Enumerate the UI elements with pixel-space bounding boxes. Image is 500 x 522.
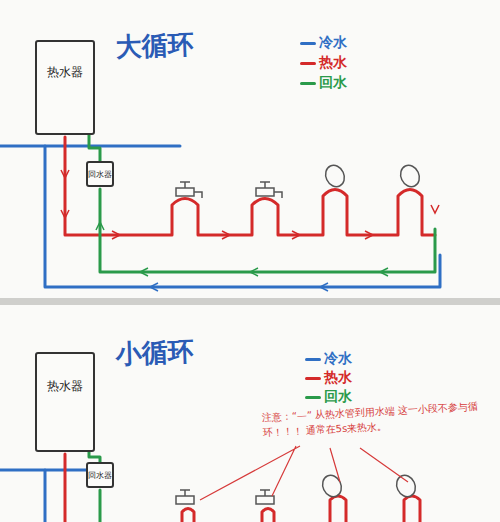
hot-pipe <box>65 137 435 235</box>
node-label: 回水器 <box>88 169 112 180</box>
node-label: 热水器 <box>47 378 83 395</box>
legend-row: 热水 <box>305 369 352 387</box>
return-pipe <box>100 189 435 272</box>
section-title: 小循环 <box>115 331 226 374</box>
legend-text: 热水 <box>324 369 352 387</box>
legend-row: 冷水 <box>300 34 347 52</box>
pipe-connector <box>89 135 100 161</box>
cold-pipe <box>44 470 47 522</box>
flow-arrow <box>112 231 373 239</box>
shower-head-symbol <box>393 472 419 500</box>
legend-text: 回水 <box>319 74 347 92</box>
return-unit-box: 回水器 <box>86 462 114 488</box>
shower-head-symbol <box>322 162 348 190</box>
hot-pipe <box>182 496 420 522</box>
heater-box: 热水器 <box>35 352 95 452</box>
legend-text: 冷水 <box>319 34 347 52</box>
node-label: 热水器 <box>47 64 83 81</box>
return-pipe <box>99 490 102 522</box>
faucet-symbol <box>176 490 194 504</box>
legend-text: 回水 <box>324 388 352 406</box>
legend-text: 冷水 <box>324 350 352 368</box>
legend-swatch <box>305 358 321 361</box>
flow-arrow <box>140 268 388 276</box>
faucet-symbol <box>176 182 202 198</box>
legend-text: 热水 <box>319 54 347 72</box>
legend-row: 冷水 <box>305 350 352 368</box>
legend-row: 回水 <box>300 74 347 92</box>
legend-swatch <box>305 377 321 380</box>
legend-swatch <box>300 42 316 45</box>
cold-pipe <box>0 469 86 472</box>
section-title: 大循环 <box>115 24 226 67</box>
flow-arrow <box>96 222 104 230</box>
flow-arrow <box>61 170 69 218</box>
flow-arrow <box>431 205 439 213</box>
paper-sheet <box>0 305 500 522</box>
legend-swatch <box>305 396 321 399</box>
leader-line <box>200 446 408 500</box>
hot-pipe <box>64 454 67 522</box>
legend-row: 热水 <box>300 54 347 72</box>
faucet-symbol <box>256 490 274 504</box>
heater-box: 热水器 <box>35 40 95 135</box>
cold-pipe <box>45 146 440 287</box>
pipe-connector <box>89 452 100 462</box>
shower-head-symbol <box>319 472 345 500</box>
node-label: 回水器 <box>88 470 112 481</box>
flow-arrow <box>150 283 328 291</box>
legend-row: 回水 <box>305 388 352 406</box>
legend-swatch <box>300 62 316 65</box>
return-unit-box: 回水器 <box>86 161 114 187</box>
legend-swatch <box>300 82 316 85</box>
shower-head-symbol <box>397 162 423 190</box>
faucet-symbol <box>256 182 282 198</box>
paper-sheet <box>0 0 500 298</box>
